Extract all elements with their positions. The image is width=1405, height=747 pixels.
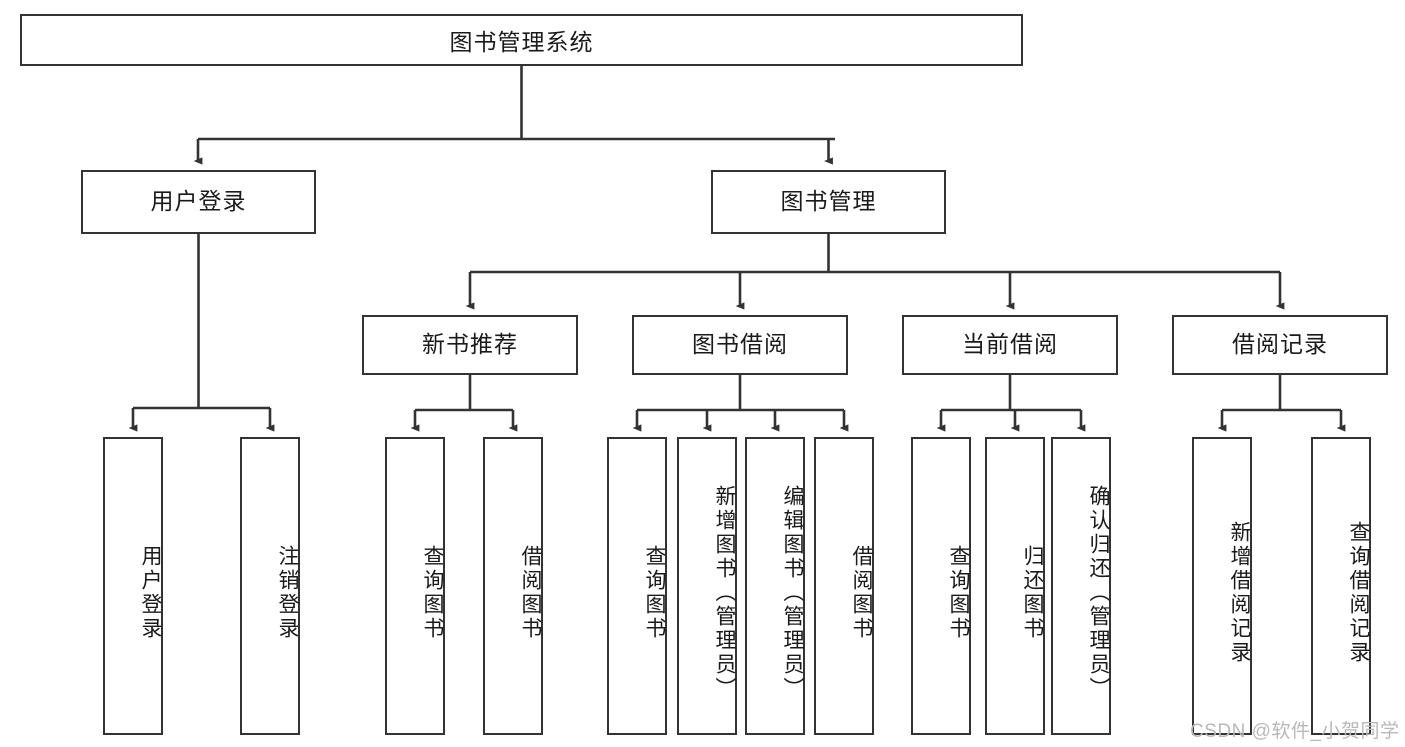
- csdn-watermark: CSDN @软件_小贺同学: [1190, 721, 1400, 742]
- node-label: 用户登录: [139, 545, 162, 641]
- node-label: 当前借阅: [962, 331, 1058, 358]
- node-leaf-borrow-book-recommend[interactable]: 借阅图书: [483, 437, 543, 735]
- node-current-borrow[interactable]: 当前借阅: [902, 315, 1118, 375]
- node-new-book-recommend[interactable]: 新书推荐: [362, 315, 578, 375]
- node-label: 注销登录: [276, 545, 299, 641]
- node-leaf-user-logout[interactable]: 注销登录: [240, 437, 300, 735]
- node-label: 用户登录: [150, 188, 247, 215]
- node-leaf-add-borrow-record[interactable]: 新增借阅记录: [1192, 437, 1252, 735]
- node-borrow-record[interactable]: 借阅记录: [1172, 315, 1388, 375]
- node-label: 查询图书: [643, 545, 666, 641]
- node-leaf-query-book-borrow[interactable]: 查询图书: [607, 437, 667, 735]
- node-book-management[interactable]: 图书管理: [711, 170, 946, 234]
- node-label: 图书管理系统: [449, 29, 594, 55]
- node-root-book-management-system[interactable]: 图书管理系统: [20, 14, 1023, 66]
- node-leaf-confirm-return-admin[interactable]: 确认归还（管理员）: [1051, 437, 1111, 735]
- node-book-borrow[interactable]: 图书借阅: [632, 315, 848, 375]
- node-leaf-user-login[interactable]: 用户登录: [103, 437, 163, 735]
- node-label: 借阅图书: [519, 545, 542, 641]
- node-label: 确认归还（管理员）: [1087, 485, 1110, 701]
- node-leaf-borrow-book[interactable]: 借阅图书: [814, 437, 874, 735]
- node-leaf-query-book-current[interactable]: 查询图书: [911, 437, 971, 735]
- node-label: 新增借阅记录: [1228, 521, 1251, 665]
- node-label: 归还图书: [1021, 545, 1044, 641]
- node-user-login[interactable]: 用户登录: [81, 170, 316, 234]
- node-leaf-add-book-admin[interactable]: 新增图书（管理员）: [677, 437, 737, 735]
- node-label: 查询借阅记录: [1347, 521, 1370, 665]
- node-leaf-query-book-recommend[interactable]: 查询图书: [385, 437, 445, 735]
- node-leaf-edit-book-admin[interactable]: 编辑图书（管理员）: [745, 437, 805, 735]
- node-leaf-query-borrow-record[interactable]: 查询借阅记录: [1311, 437, 1371, 735]
- node-label: 借阅记录: [1232, 331, 1328, 358]
- node-leaf-return-book[interactable]: 归还图书: [985, 437, 1045, 735]
- node-label: 借阅图书: [850, 545, 873, 641]
- node-label: 图书借阅: [692, 331, 788, 358]
- node-label: 新书推荐: [422, 331, 518, 358]
- node-label: 查询图书: [947, 545, 970, 641]
- node-label: 新增图书（管理员）: [713, 485, 736, 701]
- node-label: 查询图书: [421, 545, 444, 641]
- node-label: 编辑图书（管理员）: [781, 485, 804, 701]
- node-label: 图书管理: [780, 188, 877, 215]
